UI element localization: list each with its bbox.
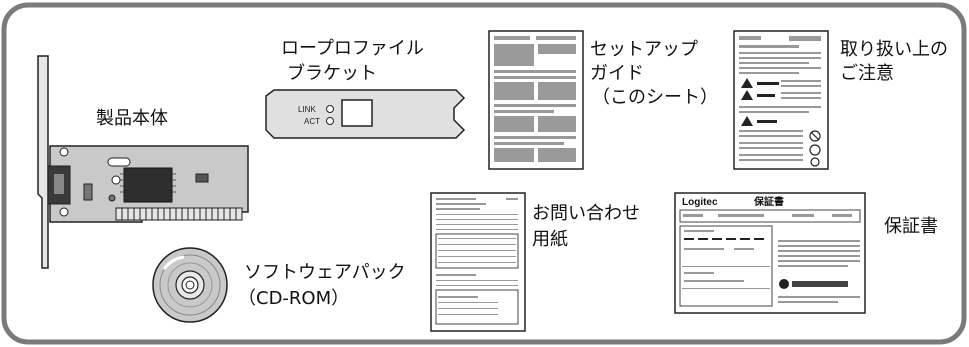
software-pack-label-line1: ソフトウェアパック (244, 262, 406, 283)
software-pack-label-line2: （CD-ROM） (238, 288, 350, 309)
main-unit-illustration (37, 55, 249, 269)
safety-notes-label-line2: ご注意 (840, 63, 894, 84)
safety-notes-illustration (733, 30, 829, 170)
main-unit-label: 製品本体 (96, 108, 168, 129)
warranty-label: 保証書 (884, 216, 938, 237)
cd-rom-illustration (152, 247, 228, 323)
bracket-label-line2: ブラケット (287, 63, 377, 84)
low-profile-bracket-illustration: LINK ACT (265, 89, 466, 139)
warranty-doc-brand: Logitec (682, 197, 718, 208)
inquiry-form-label-line1: お問い合わせ (532, 203, 640, 224)
warranty-doc-title: 保証書 (753, 195, 784, 208)
setup-guide-label-line2: ガイド (590, 63, 644, 84)
bracket-label-line1: ロープロファイル (281, 38, 424, 59)
warranty-illustration: Logitec 保証書 (674, 192, 866, 314)
setup-guide-illustration (488, 30, 584, 170)
inquiry-form-illustration (430, 192, 526, 332)
setup-guide-label-line1: セットアップ (590, 39, 698, 60)
led-link-label: LINK (298, 105, 316, 114)
led-act-label: ACT (304, 117, 320, 126)
inquiry-form-label-line2: 用紙 (532, 229, 568, 250)
setup-guide-label-line3: （このシート） (592, 87, 718, 108)
safety-notes-label-line1: 取り扱い上の (840, 39, 948, 60)
